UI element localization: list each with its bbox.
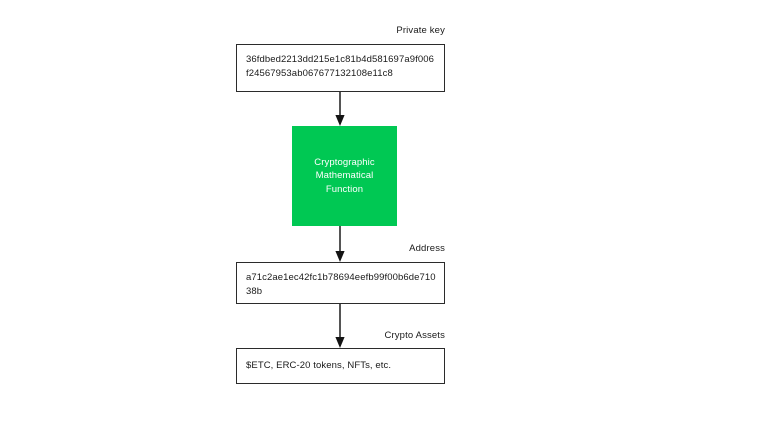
private-key-value: 36fdbed2213dd215e1c81b4d581697a9f006f245…: [246, 54, 434, 79]
cryptographic-function-text: Cryptographic Mathematical Function: [314, 156, 375, 195]
connector-address-to-crypto-assets: [333, 304, 347, 348]
crypto-assets-label: Crypto Assets: [384, 330, 445, 341]
crypto-assets-box: $ETC, ERC-20 tokens, NFTs, etc.: [236, 348, 445, 384]
private-key-label: Private key: [396, 25, 445, 36]
address-value: a71c2ae1ec42fc1b78694eefb99f00b6de71038b: [246, 272, 436, 297]
crypto-assets-value: $ETC, ERC-20 tokens, NFTs, etc.: [246, 360, 392, 371]
connector-function-to-address: [333, 226, 347, 262]
private-key-box: 36fdbed2213dd215e1c81b4d581697a9f006f245…: [236, 44, 445, 92]
cryptographic-function-box: Cryptographic Mathematical Function: [292, 126, 397, 226]
address-box: a71c2ae1ec42fc1b78694eefb99f00b6de71038b: [236, 262, 445, 304]
address-label: Address: [409, 243, 445, 254]
connector-private-key-to-function: [333, 92, 347, 126]
